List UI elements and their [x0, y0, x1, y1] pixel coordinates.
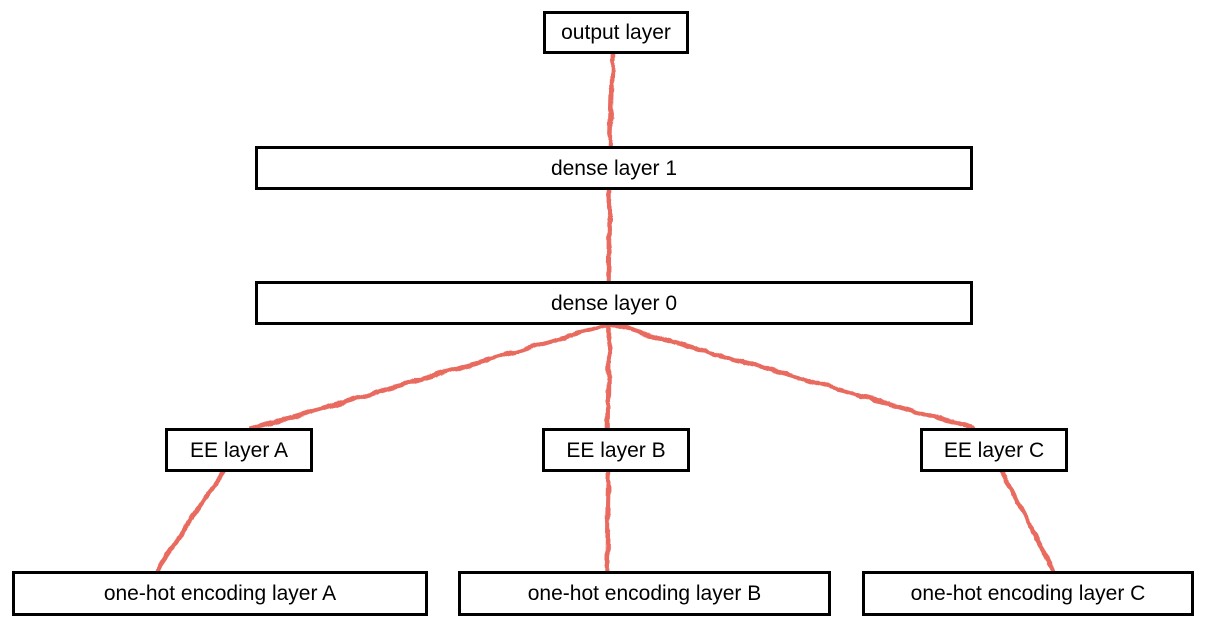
node-ee-layer-b: EE layer B	[542, 428, 690, 472]
edge-output-to-dense1	[607, 50, 616, 151]
edge-dense0-to-ee-b	[605, 321, 612, 433]
node-ee-layer-a: EE layer A	[165, 428, 313, 472]
node-one-hot-encoding-layer-c: one-hot encoding layer C	[862, 571, 1194, 616]
node-ee-layer-c: EE layer C	[920, 428, 1068, 472]
edge-dense1-to-dense0	[606, 186, 613, 286]
edge-ee-c-to-onehot-c	[999, 468, 1057, 575]
node-one-hot-encoding-layer-b: one-hot encoding layer B	[458, 571, 831, 616]
edge-dense0-to-ee-c	[608, 321, 977, 431]
edge-ee-b-to-onehot-b	[604, 467, 612, 576]
node-dense-layer-0: dense layer 0	[255, 281, 973, 325]
edge-dense0-to-ee-a	[248, 321, 614, 432]
edge-ee-a-to-onehot-a	[152, 468, 227, 576]
node-one-hot-encoding-layer-a: one-hot encoding layer A	[12, 571, 428, 616]
node-output-layer: output layer	[543, 11, 689, 54]
node-dense-layer-1: dense layer 1	[255, 146, 973, 190]
